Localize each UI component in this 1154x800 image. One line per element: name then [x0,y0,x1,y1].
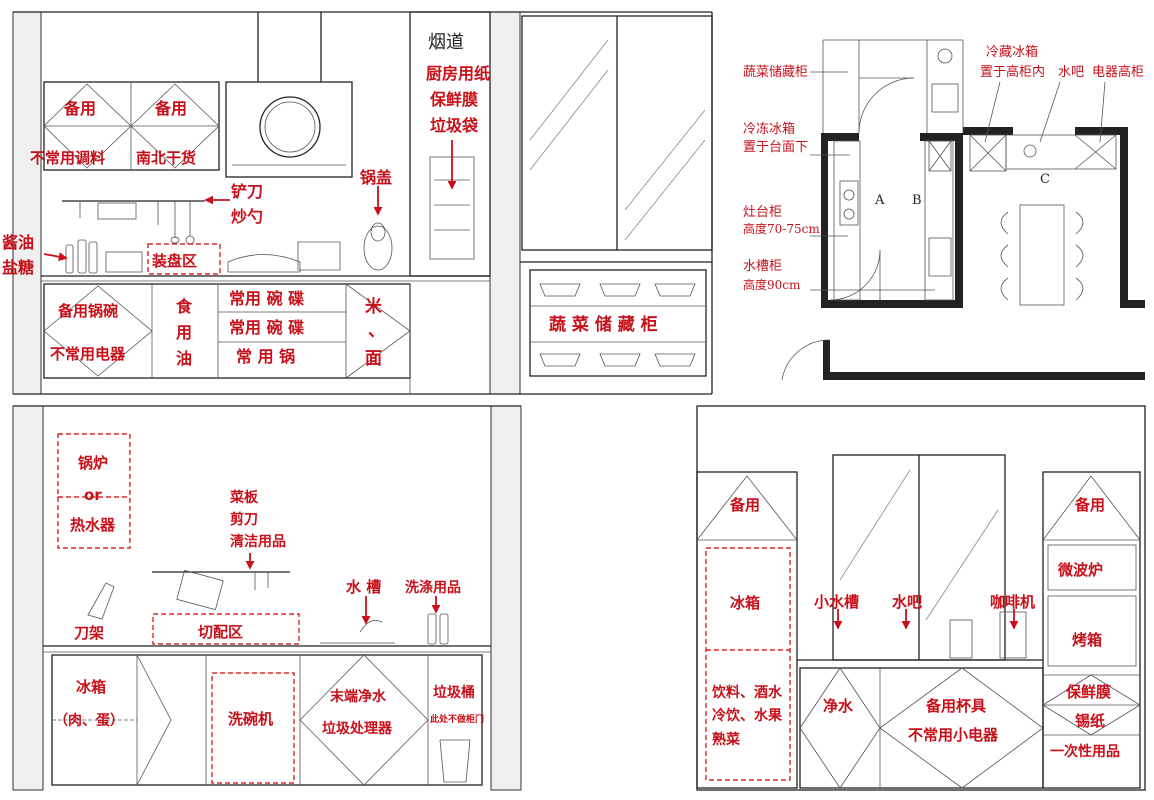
label-disposer: 垃圾处理器 [322,720,393,737]
label-wrap-br: 保鲜膜 [1065,683,1111,701]
mid-wall [489,11,521,395]
label-boiler: 锅炉 [78,454,108,472]
label-freezer-2: 置于台面下 [743,140,808,155]
label-rare-small-appliance: 不常用小电器 [908,726,999,744]
label-rice: 米 [365,296,383,317]
label-fridge-1: 冷藏冰箱 [986,44,1038,60]
label-dry-goods: 南北干货 [136,149,196,167]
label-disposable: 一次性用品 [1050,743,1120,760]
label-spare-cups: 备用杯具 [925,697,986,715]
label-appliance-tall: 电器高柜 [1092,64,1144,80]
label-seasoning: 不常用调料 [30,149,105,167]
label-kitchen-paper: 厨房用纸 [426,64,490,83]
label-bowls-1: 常用 碗 碟 [229,289,304,308]
label-edible-1: 食 [175,297,193,316]
label-spare-l: 备用 [729,496,760,514]
label-spare-r: 备用 [1074,496,1105,514]
label-knife-rack: 刀架 [74,624,104,642]
label-trash-note: 此处不做柜门 [430,713,484,725]
label-oven: 烤箱 [1072,631,1102,649]
elevation-stove-wall: 烟道 备用 备用 不常用调料 南北干货 铲刀 炒勺 锅盖 酱油 盐糖 装盘区 厨… [2,11,713,395]
label-pot-lid: 锅盖 [360,168,392,187]
label-tools-2: 剪刀 [230,511,258,528]
zone-b: B [912,193,922,208]
label-plating: 装盘区 [151,252,197,270]
label-sink: 水 槽 [346,578,381,596]
label-tools-1: 菜板 [229,489,259,506]
range-hood [225,81,353,178]
label-wrap: 保鲜膜 [429,90,478,109]
label-ladle: 炒勺 [231,207,263,226]
label-fridge-2: 置于高柜内 [980,64,1045,80]
label-trash: 垃圾桶 [433,684,475,701]
label-edible-2: 用 [176,323,192,342]
label-meat-egg: （肉、蛋） [54,712,124,729]
left-wall [12,11,42,395]
label-trash-bag: 垃圾袋 [430,116,479,135]
label-freezer-1: 冷冻冰箱 [743,121,795,137]
label-fridge-br: 冰箱 [730,594,760,612]
label-rare-appliance: 不常用电器 [50,345,126,363]
flue-label: 烟道 [428,32,464,53]
label-bowls-2: 常用 碗 碟 [229,318,304,337]
label-small-sink: 小水槽 [814,593,859,611]
label-stove-1: 灶台柜 [743,205,782,220]
label-drinks-2: 冷饮、水果 [712,707,783,724]
floor-plan: 蔬菜储藏柜 冷藏冰箱 置于高柜内 水吧 电器高柜 冷冻冰箱 置于台面下 灶台柜 … [743,39,1145,381]
label-heater: 热水器 [70,516,116,534]
label-coffee: 咖啡机 [990,593,1035,611]
label-tools-3: 清洁用品 [230,533,286,550]
label-rice-sep: 、 [368,321,385,341]
elevation-sink-wall: 锅炉 or 热水器 菜板 剪刀 清洁用品 刀架 切配区 水 槽 洗涤用品 冰箱 … [12,405,522,791]
label-purified: 净水 [823,697,854,715]
label-stove-2: 高度70-75cm [743,221,820,236]
label-foil: 锡纸 [1075,712,1105,730]
label-microwave: 微波炉 [1057,561,1103,579]
label-sink-1: 水槽柜 [743,259,782,274]
label-drinks-1: 饮料、酒水 [711,684,783,701]
label-fridge: 冰箱 [76,678,106,696]
label-purifier: 末端净水 [330,688,387,705]
label-water-bar-br: 水吧 [892,593,922,611]
zone-c: C [1040,172,1050,187]
label-sink-2: 高度90cm [743,277,801,292]
label-cutting: 切配区 [198,623,243,641]
zone-a: A [874,193,885,208]
label-veg-storage: 蔬菜储藏柜 [743,65,808,80]
label-or: or [84,486,102,504]
elevation-bar-wall: 备用 备用 冰箱 小水槽 水吧 咖啡机 微波炉 烤箱 饮料、酒水 冷饮、水果 熟… [696,405,1146,791]
label-detergent: 洗涤用品 [405,579,461,596]
label-edible-3: 油 [176,349,192,368]
label-dishwasher: 洗碗机 [228,710,273,728]
label-pots: 常 用 锅 [236,347,295,366]
label-salt-sugar: 盐糖 [2,258,34,277]
label-soy-sauce: 酱油 [2,233,34,252]
label-veg-cabinet: 蔬 菜 储 藏 柜 [549,314,658,335]
label-cooked: 熟菜 [712,731,741,748]
label-spare-bowls: 备用锅碗 [57,302,118,320]
label-spatula: 铲刀 [231,182,263,201]
label-spare-2: 备用 [154,99,187,118]
label-flour: 面 [365,349,382,369]
label-spare-1: 备用 [63,99,96,118]
label-water-bar: 水吧 [1058,65,1084,80]
